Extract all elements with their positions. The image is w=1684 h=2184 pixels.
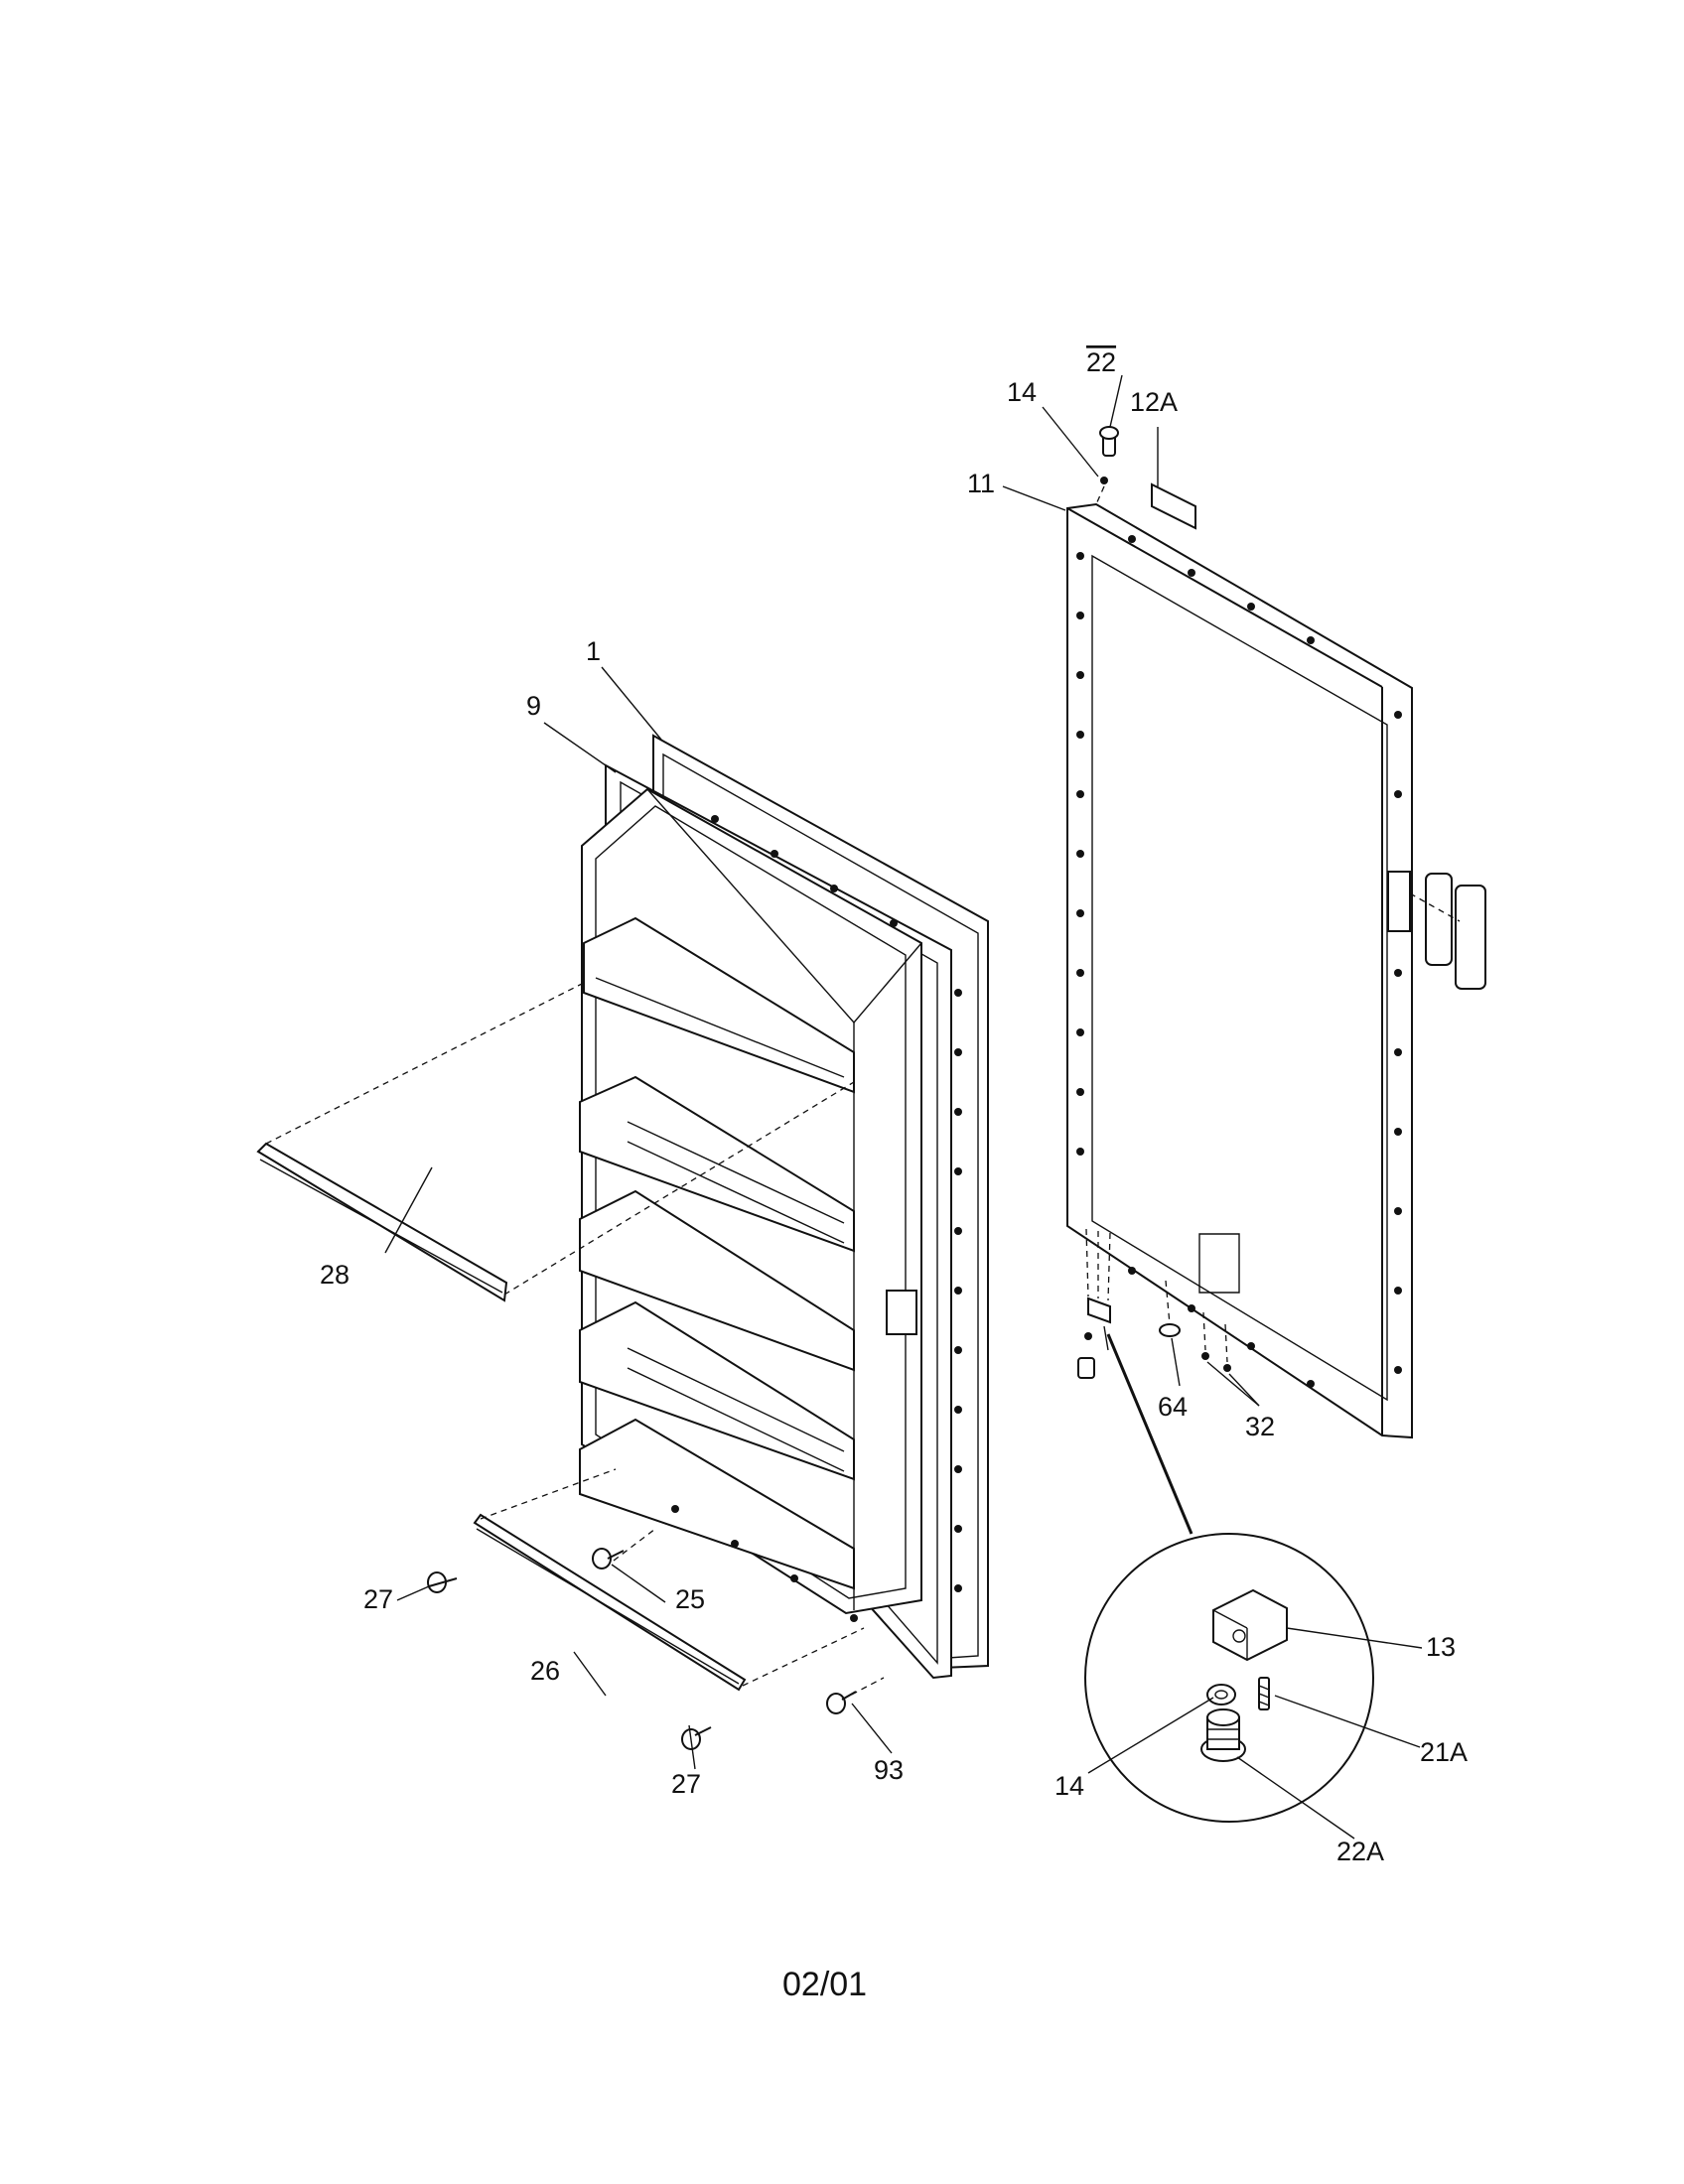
callout-21a: 21A [1420, 1737, 1468, 1767]
callout-28: 28 [320, 1260, 350, 1290]
callout-27-upper: 27 [363, 1584, 393, 1614]
callout-26: 26 [530, 1656, 560, 1686]
callout-13: 13 [1426, 1632, 1456, 1662]
push-pins [427, 1548, 857, 1750]
callout-9: 9 [526, 691, 541, 721]
callout-14-top: 14 [1007, 377, 1037, 407]
door-screw-holes [671, 815, 962, 1622]
leader-lines [384, 374, 1423, 1840]
callout-64: 64 [1158, 1392, 1188, 1422]
bottom-hinge-parts [1077, 1228, 1231, 1379]
callout-11: 11 [967, 469, 995, 498]
lower-shelf-bar [473, 1513, 747, 1692]
shelf-bar [256, 1142, 508, 1302]
door-assembly [256, 734, 989, 1750]
callout-1: 1 [586, 636, 601, 666]
callout-93: 93 [874, 1755, 904, 1785]
callout-25: 25 [675, 1584, 705, 1614]
callout-labels: 1 9 28 27 25 26 27 93 22 14 12A 11 64 32… [320, 347, 1468, 1866]
outer-door-frame [1066, 426, 1486, 1535]
callout-12a: 12A [1130, 387, 1178, 417]
frame-screw-holes [1076, 535, 1402, 1388]
callout-32: 32 [1245, 1412, 1275, 1441]
callout-22a: 22A [1336, 1837, 1384, 1866]
door-shelves [579, 916, 855, 1590]
callout-27-lower: 27 [671, 1769, 701, 1799]
hinge-detail-view [1084, 1533, 1374, 1823]
footer-code: 02/01 [782, 1966, 867, 2003]
callout-22: 22 [1086, 347, 1116, 377]
door-handle [1425, 873, 1453, 966]
callout-14-detail: 14 [1054, 1771, 1084, 1801]
top-hinge-parts [1095, 426, 1196, 530]
